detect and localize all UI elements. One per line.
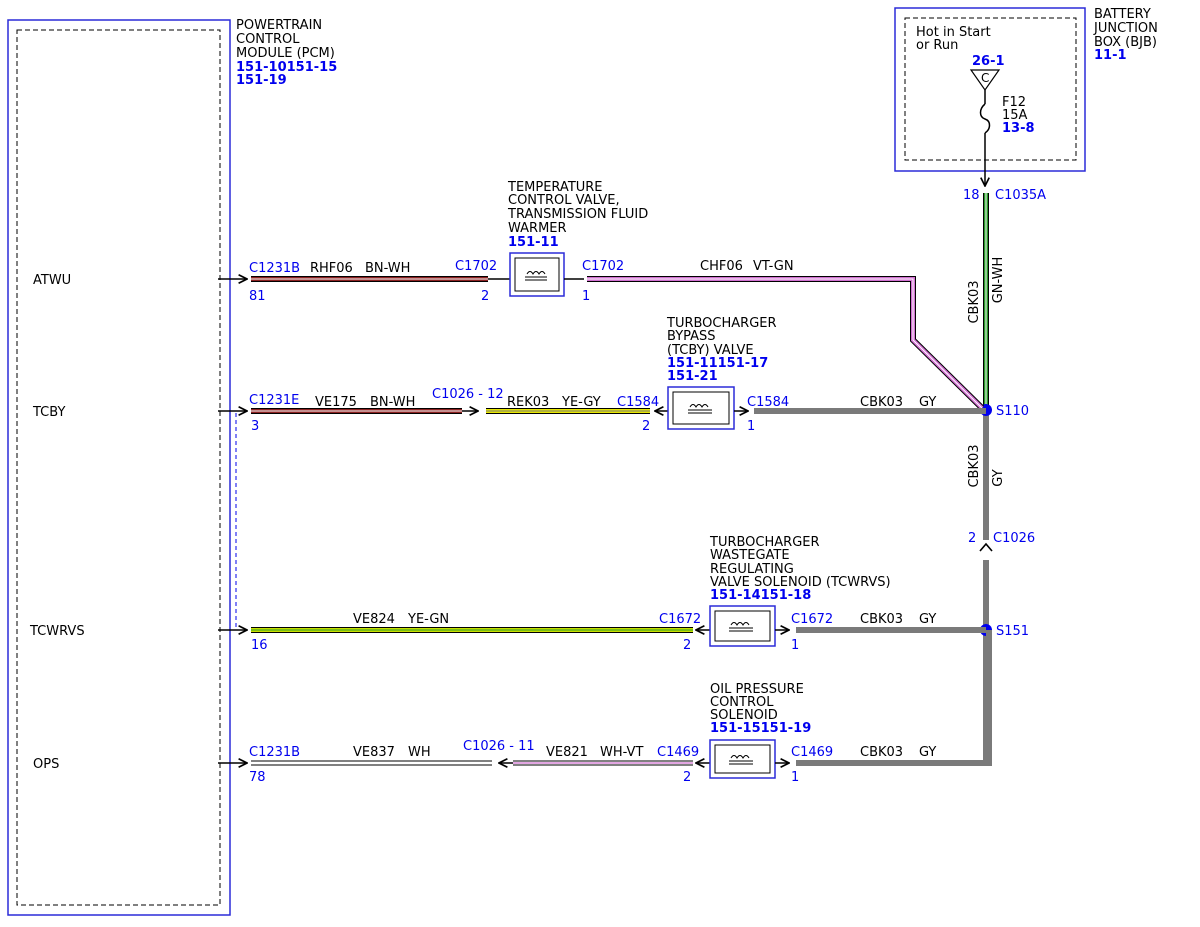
tcwrvs-solenoid	[709, 605, 776, 647]
cbk03-tcby-circuit: CBK03	[860, 395, 903, 410]
c1584-l-label: C1584	[617, 395, 659, 410]
bjb-feed-ref: 26-1	[972, 54, 1005, 69]
c1584-l-pin: 2	[642, 419, 650, 434]
c1702-l-pin: 2	[481, 289, 489, 304]
chf06-color: VT-GN	[753, 259, 794, 274]
rhf06-circuit: RHF06	[310, 261, 353, 276]
rhf06-color: BN-WH	[365, 261, 410, 276]
rek03-circuit: REK03	[507, 395, 549, 410]
tcwrvs-refs: 151-14151-18	[710, 588, 811, 603]
c1035a-pin: 18	[963, 188, 980, 203]
cbk03-ops-color: GY	[919, 745, 936, 760]
ops-refs: 151-15151-19	[710, 721, 811, 736]
c1672-r-pin: 1	[791, 638, 799, 653]
bjb-inner-box	[904, 17, 1077, 161]
cbk03-tcby-color: GY	[919, 395, 936, 410]
coil-icon	[730, 622, 750, 626]
tcwrvs-title: TURBOCHARGER WASTEGATE REGULATING VALVE …	[709, 535, 891, 590]
c1231e-label: C1231E	[249, 393, 299, 408]
c1702-r-label: C1702	[582, 259, 624, 274]
ve824-color: YE-GN	[407, 612, 449, 627]
pcm-inner-box	[16, 29, 221, 906]
c1469-l-label: C1469	[657, 745, 699, 760]
bjb-hot-label: Hot in Start or Run	[916, 25, 995, 53]
ve175-circuit: VE175	[315, 395, 357, 410]
mid-wire-circuit: CBK03	[967, 444, 982, 487]
tcby-solenoid	[667, 386, 735, 430]
chf06-stripe	[587, 278, 983, 409]
feed-wire-color: GN-WH	[991, 257, 1006, 304]
fuse-rating: 15A	[1002, 108, 1028, 123]
c1702-r-pin: 1	[582, 289, 590, 304]
feed-letter: C	[981, 71, 989, 85]
c1231b-b-label: C1231B	[249, 745, 300, 760]
ve837-circuit: VE837	[353, 745, 395, 760]
chf06-outline	[587, 276, 985, 411]
cbk03-ops-circuit: CBK03	[860, 745, 903, 760]
chf06-circuit: CHF06	[700, 259, 743, 274]
c1026-11-label: C1026 - 11	[463, 739, 535, 754]
tcv-solenoid	[509, 252, 565, 297]
pin-tcwrvs: TCWRVS	[29, 624, 85, 639]
c1672-r-label: C1672	[791, 612, 833, 627]
c1231b-b-pin: 78	[249, 770, 266, 785]
chf06-wire	[587, 277, 984, 410]
tcv-ref: 151-11	[508, 235, 559, 250]
coil-icon	[526, 271, 546, 275]
pin-tcby: TCBY	[32, 405, 65, 420]
tcby-refs: 151-11151-17 151-21	[667, 356, 773, 384]
fuse-icon	[979, 103, 991, 134]
c1231e-pin: 3	[251, 419, 259, 434]
c1026-pin: 2	[968, 531, 976, 546]
c1231b-a-label: C1231B	[249, 261, 300, 276]
ve837-color: WH	[408, 745, 431, 760]
fuse-name: F12	[1002, 95, 1026, 110]
pin-atwu: ATWU	[33, 273, 71, 288]
c1584-r-label: C1584	[747, 395, 789, 410]
rek03-color: YE-GY	[561, 395, 601, 410]
feed-triangle-icon	[969, 69, 1001, 92]
tcv-title: TEMPERATURE CONTROL VALVE, TRANSMISSION …	[507, 180, 652, 236]
c1702-l-label: C1702	[455, 259, 497, 274]
bjb-ref: 11-1	[1094, 48, 1127, 63]
coil-icon	[730, 755, 750, 759]
pcm-outer-box	[7, 19, 231, 916]
c1469-r-pin: 1	[791, 770, 799, 785]
c1672-l-label: C1672	[659, 612, 701, 627]
s110-label: S110	[996, 404, 1029, 419]
cbk03-ops-wire	[796, 630, 992, 766]
ops-title: OIL PRESSURE CONTROL SOLENOID	[710, 682, 808, 723]
c1231b-a-pin: 81	[249, 289, 266, 304]
cbk03-tcwrvs-color: GY	[919, 612, 936, 627]
ops-solenoid	[709, 739, 776, 779]
bjb-title: BATTERY JUNCTION BOX (BJB)	[1093, 7, 1162, 50]
cbk03-tcwrvs-circuit: CBK03	[860, 612, 903, 627]
c1026-label: C1026	[993, 531, 1035, 546]
coil-icon	[689, 404, 709, 408]
ve175-color: BN-WH	[370, 395, 415, 410]
c1035a-label: C1035A	[995, 188, 1046, 203]
c1672-l-pin: 2	[683, 638, 691, 653]
pcm-title: POWERTRAIN CONTROL MODULE (PCM)	[236, 18, 335, 61]
c1584-r-pin: 1	[747, 419, 755, 434]
pcm-module	[7, 19, 231, 916]
bjb-outer-box	[894, 7, 1086, 172]
pin-ops: OPS	[33, 757, 59, 772]
ve824-circuit: VE824	[353, 612, 395, 627]
ve821-color: WH-VT	[600, 745, 643, 760]
ve821-circuit: VE821	[546, 745, 588, 760]
pcm-refs: 151-10151-15 151-19	[236, 60, 342, 88]
tcwrvs-pcm-pin: 16	[251, 638, 268, 653]
c1469-r-label: C1469	[791, 745, 833, 760]
bjb-module	[894, 7, 1086, 172]
tcby-title: TURBOCHARGER BYPASS (TCBY) VALVE	[666, 316, 781, 358]
feed-wire-circuit: CBK03	[967, 280, 982, 323]
c1026-12-label: C1026 - 12	[432, 387, 504, 402]
fuse-ref: 13-8	[1002, 121, 1035, 136]
c1469-l-pin: 2	[683, 770, 691, 785]
s151-label: S151	[996, 624, 1029, 639]
mid-wire-color: GY	[991, 469, 1006, 486]
c1026-arrow-icon	[979, 542, 993, 552]
